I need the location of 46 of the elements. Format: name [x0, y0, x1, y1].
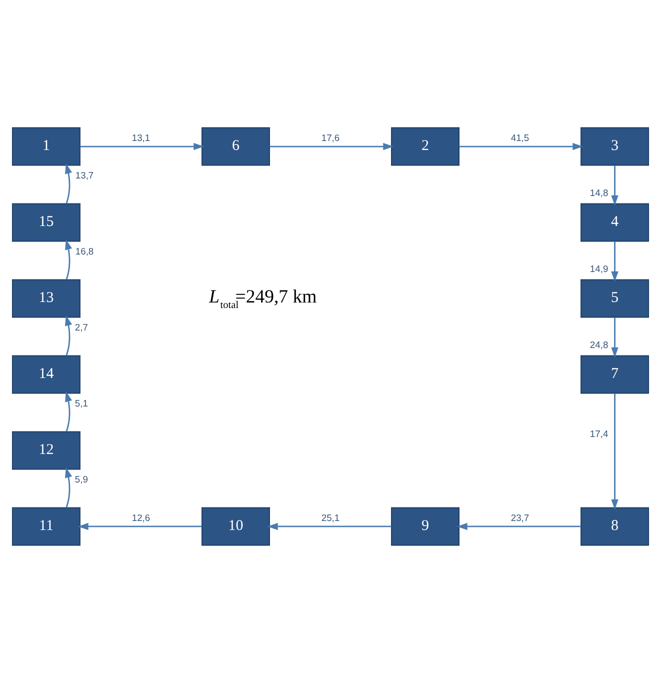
arrow [611, 317, 618, 358]
edge-label: 17,4 [590, 428, 608, 439]
node-box: 12 [12, 431, 80, 470]
arrow [65, 315, 72, 356]
arrow [270, 142, 394, 150]
edge-label: 17,6 [321, 132, 340, 143]
edge-label: 24,8 [590, 340, 608, 350]
edge-label: 23,7 [510, 512, 530, 523]
arrow [80, 142, 204, 150]
arrow [65, 467, 72, 508]
edge-label: 5,1 [74, 398, 88, 408]
arrow [65, 163, 72, 204]
edge-label: 13,1 [132, 132, 150, 143]
edge-label: 16,8 [75, 246, 94, 256]
edge-label: 2,7 [74, 322, 88, 332]
arrow [268, 522, 392, 530]
arrow [611, 241, 618, 282]
arrow [611, 393, 618, 510]
node-box: 5 [580, 279, 650, 318]
arrow [65, 391, 72, 432]
arrow [459, 142, 583, 150]
node-box: 1 [12, 127, 80, 166]
node-box: 15 [12, 203, 80, 242]
node-box: 6 [202, 127, 270, 166]
edge-label: 12,6 [132, 512, 150, 523]
node-box: 8 [580, 507, 650, 546]
node-box: 7 [580, 355, 650, 394]
node-box: 2 [391, 127, 460, 166]
node-box: 3 [580, 127, 650, 166]
edge-label: 25,1 [321, 512, 340, 523]
edge-label: 14,8 [590, 188, 608, 198]
edge-label: 14,9 [590, 264, 608, 274]
node-box: 4 [580, 203, 650, 242]
arrow [457, 522, 581, 530]
arrow [65, 239, 72, 280]
edge-label: 41,5 [510, 132, 530, 143]
node-box: 13 [12, 279, 80, 318]
node-box: 10 [202, 507, 270, 546]
arrow [611, 165, 618, 206]
arrow [78, 522, 202, 530]
edge-label: 13,7 [75, 170, 94, 180]
label: L$_{total}$=249,7 km [209, 286, 317, 311]
node-box: 11 [12, 507, 80, 546]
edge-label: 5,9 [74, 474, 88, 484]
node-box: 9 [391, 507, 460, 546]
node-box: 14 [12, 355, 80, 394]
